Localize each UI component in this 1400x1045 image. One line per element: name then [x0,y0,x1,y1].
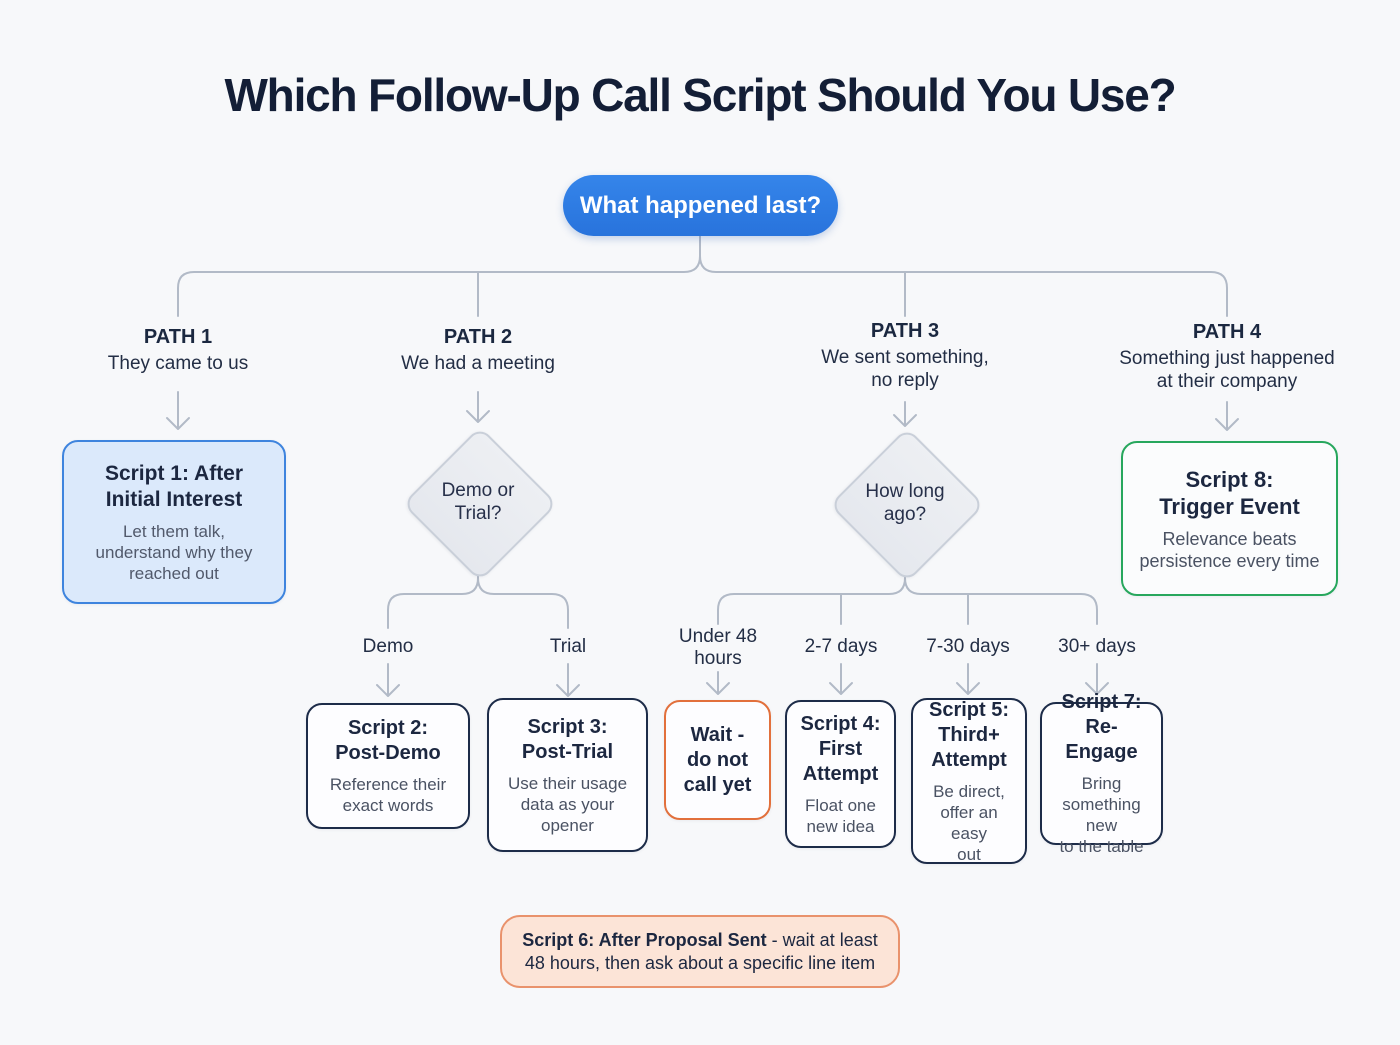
path-arrows [166,391,1239,431]
path-4-name: PATH 4 [1192,321,1262,343]
path-2-name: PATH 2 [443,326,513,348]
page-title: Which Follow-Up Call Script Should You U… [224,69,1176,121]
branch-label-demo: Demo [362,636,414,657]
path-3-label: PATH 3 We sent something,no reply [775,320,1035,392]
path-1-name: PATH 1 [143,326,213,348]
branch-label-trial: Trial [549,636,587,657]
card-title: Script 8:Trigger Event [1159,466,1300,519]
path-3-desc: We sent something,no reply [821,347,989,391]
demo-trial-split-rail [387,569,569,629]
how-long-split-rail [717,571,1098,625]
card-title: Script 7:Re-Engage [1061,691,1142,763]
card-title: Script 2:Post-Demo [335,717,441,764]
script-6-line-1: Script 6: After Proposal Sent - wait at … [522,929,877,952]
card-title: Script 5:Third+Attempt [928,698,1010,771]
card-script-6: Script 6: After Proposal Sent - wait at … [500,915,900,988]
branch-label-2-7-days: 2-7 days [804,636,878,657]
script-6-bold-text: Script 6: After Proposal Sent [522,929,767,950]
root-question-label: What happened last? [579,191,822,219]
branch-label-30-plus-days: 30+ days [1058,636,1136,657]
how-long-arrows [706,663,1109,695]
path-3-name: PATH 3 [870,320,940,342]
root-question-node: What happened last? [563,175,838,236]
path-2-label: PATH 2 We had a meeting [348,326,608,375]
branch-label-7-30-days: 7-30 days [926,636,1010,657]
script-6-line-2: 48 hours, then ask about a specific line… [524,952,876,973]
card-title: Script 3:Post-Trial [521,715,614,763]
demo-trial-arrows [376,663,580,697]
path-1-desc: They came to us [107,353,249,374]
root-branch-rail [177,235,1228,317]
card-script-5: Script 5:Third+Attempt Be direct,offer a… [911,698,1027,864]
path-2-desc: We had a meeting [401,353,555,374]
script-6-text: - wait at least [766,929,878,950]
path-1-label: PATH 1 They came to us [48,326,308,375]
